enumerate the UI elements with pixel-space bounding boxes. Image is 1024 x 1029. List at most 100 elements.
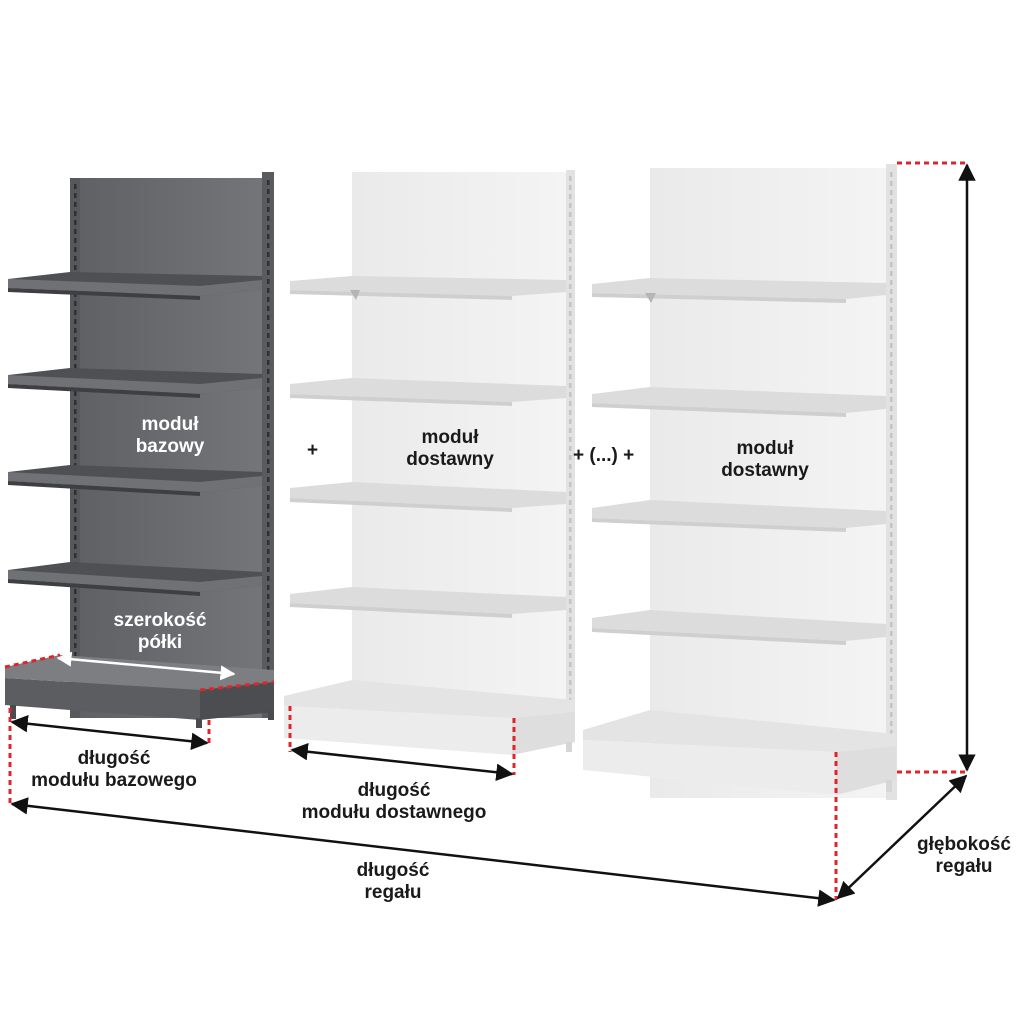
upright-slot xyxy=(890,595,893,600)
upright-slot xyxy=(569,671,572,676)
upright-slot xyxy=(569,410,572,415)
upright-slot xyxy=(890,190,893,195)
upright-slot xyxy=(267,423,270,428)
upright-slot xyxy=(569,635,572,640)
upright-slot xyxy=(569,545,572,550)
upright-slot xyxy=(890,469,893,474)
plus-ellipsis-plus-operator: + (...) + xyxy=(573,445,635,466)
upright-slot xyxy=(569,185,572,190)
upright-slot xyxy=(74,328,77,333)
upright-slot xyxy=(569,464,572,469)
upright-slot xyxy=(890,424,893,429)
upright-slot xyxy=(569,608,572,613)
upright-slot xyxy=(890,721,893,726)
upright-slot xyxy=(569,644,572,649)
upright-slot xyxy=(890,667,893,672)
upright-slot xyxy=(890,208,893,213)
upright-slot xyxy=(74,184,77,189)
upright-slot xyxy=(267,495,270,500)
upright-slot xyxy=(74,346,77,351)
upright-slot xyxy=(569,527,572,532)
upright-slot xyxy=(74,625,77,630)
upright-slot xyxy=(267,306,270,311)
upright-slot xyxy=(890,514,893,519)
label-addon-length-line1: długość xyxy=(357,780,431,801)
upright-slot xyxy=(890,622,893,627)
upright-slot xyxy=(267,243,270,248)
base-shelf-4 xyxy=(8,562,262,596)
upright-slot xyxy=(569,446,572,451)
upright-slot xyxy=(267,414,270,419)
upright-slot xyxy=(569,509,572,514)
upright-slot xyxy=(267,216,270,221)
label-base-length-line2: modułu bazowego xyxy=(31,770,197,791)
upright-slot xyxy=(74,454,77,459)
upright-slot xyxy=(74,247,77,252)
upright-slot xyxy=(74,535,77,540)
upright-slot xyxy=(890,199,893,204)
upright-slot xyxy=(569,518,572,523)
addon2-back-panel xyxy=(650,168,890,798)
upright-slot xyxy=(74,643,77,648)
upright-slot xyxy=(74,598,77,603)
upright-slot xyxy=(74,301,77,306)
upright-slot xyxy=(74,607,77,612)
upright-slot xyxy=(890,640,893,645)
upright-slot xyxy=(267,639,270,644)
label-rack-depth-line2: regału xyxy=(935,856,993,877)
label-base-length: długość modułu bazowego xyxy=(14,748,214,792)
label-addon-module-1: moduł dostawny xyxy=(390,427,510,471)
label-rack-depth-line1: głębokość xyxy=(917,834,1011,855)
upright-slot xyxy=(569,194,572,199)
base-upright-slots xyxy=(267,180,270,698)
upright-slot xyxy=(569,275,572,280)
upright-slot xyxy=(267,468,270,473)
upright-slot xyxy=(890,262,893,267)
upright-slot xyxy=(267,621,270,626)
label-addon-length: długość modułu dostawnego xyxy=(284,780,504,824)
upright-slot xyxy=(569,653,572,658)
upright-slot xyxy=(569,311,572,316)
upright-slot xyxy=(569,176,572,181)
upright-slot xyxy=(267,657,270,662)
upright-slot xyxy=(890,604,893,609)
upright-slot xyxy=(569,617,572,622)
base-module xyxy=(5,172,274,728)
upright-slot xyxy=(890,433,893,438)
upright-slot xyxy=(569,365,572,370)
upright-slot xyxy=(890,712,893,717)
upright-slot xyxy=(267,648,270,653)
upright-slot xyxy=(890,586,893,591)
upright-slot xyxy=(74,229,77,234)
upright-slot xyxy=(569,392,572,397)
addon1-shelf-4 xyxy=(290,587,566,618)
upright-slot xyxy=(569,680,572,685)
label-rack-length: długość regału xyxy=(343,860,443,904)
upright-slot xyxy=(890,388,893,393)
upright-slot xyxy=(267,387,270,392)
upright-slot xyxy=(890,523,893,528)
upright-slot xyxy=(74,211,77,216)
upright-slot xyxy=(267,378,270,383)
upright-slot xyxy=(267,180,270,185)
upright-slot xyxy=(569,536,572,541)
upright-slot xyxy=(890,217,893,222)
upright-slot xyxy=(890,487,893,492)
guide-base-depth-left xyxy=(4,653,61,669)
upright-slot xyxy=(890,352,893,357)
upright-slot xyxy=(890,496,893,501)
arrow-rack-length xyxy=(10,797,836,907)
label-shelf-width-line2: półki xyxy=(137,632,183,653)
upright-slot xyxy=(74,490,77,495)
upright-slot xyxy=(267,252,270,257)
addon2-shelf-4 xyxy=(592,610,886,645)
upright-slot xyxy=(74,616,77,621)
dashed-guides xyxy=(4,161,968,900)
upright-slot xyxy=(569,293,572,298)
upright-slot xyxy=(890,478,893,483)
addon2-shelf-1 xyxy=(592,278,886,303)
upright-slot xyxy=(569,662,572,667)
upright-slot xyxy=(569,554,572,559)
upright-slot xyxy=(569,347,572,352)
upright-slot xyxy=(569,437,572,442)
